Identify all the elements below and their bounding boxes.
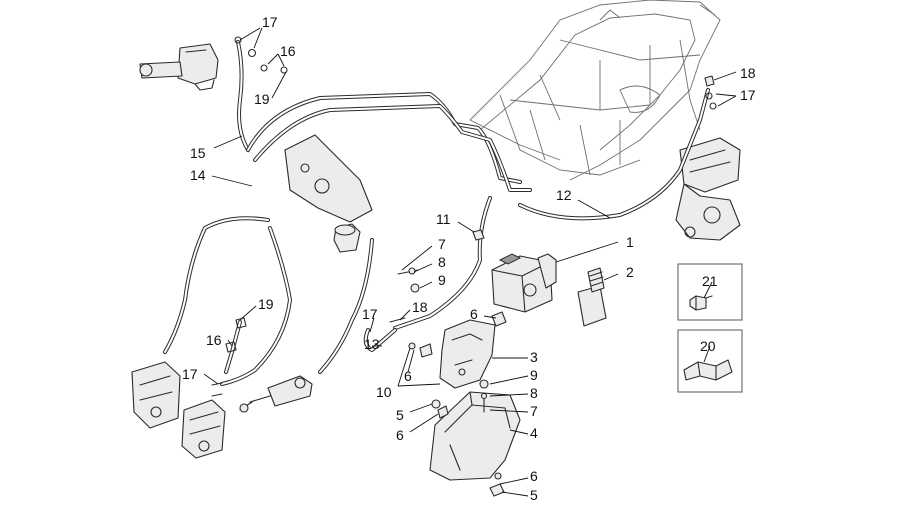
callout-20: 20 (700, 338, 716, 354)
callout-16: 16 (206, 332, 222, 348)
callout-19: 19 (254, 91, 270, 107)
callout-21: 21 (702, 273, 718, 289)
callout-6: 6 (470, 306, 478, 322)
front-master-cylinder (239, 375, 313, 413)
callout-2: 2 (626, 264, 634, 280)
callout-8: 8 (438, 254, 446, 270)
callout-18: 18 (740, 65, 756, 81)
callout-19: 19 (258, 296, 274, 312)
callout-5: 5 (396, 407, 404, 423)
callout-7: 7 (438, 236, 446, 252)
callout-16: 16 (280, 43, 296, 59)
callout-4: 4 (530, 425, 538, 441)
hardware-parts (211, 36, 717, 497)
callout-labels: 17 16 19 18 17 15 14 12 11 1 7 8 9 2 19 … (182, 14, 756, 503)
callout-9: 9 (530, 367, 538, 383)
callout-3: 3 (530, 349, 538, 365)
callout-11: 11 (436, 211, 451, 227)
inset-box-21 (677, 263, 743, 321)
brake-pipes (163, 40, 710, 386)
callout-17: 17 (262, 14, 278, 30)
callout-1: 1 (626, 234, 634, 250)
callout-7: 7 (530, 403, 538, 419)
callout-14: 14 (190, 167, 206, 183)
callout-12: 12 (556, 187, 572, 203)
callout-15: 15 (190, 145, 206, 161)
callout-17: 17 (362, 306, 378, 322)
front-brake-caliper-left (131, 361, 181, 429)
reservoir-bracket-plate (284, 134, 373, 253)
rear-master-cylinder (139, 43, 219, 91)
leader-lines (203, 27, 737, 497)
inset-box-20 (677, 329, 743, 393)
rear-brake-caliper (675, 137, 741, 241)
front-brake-caliper-right (181, 399, 226, 459)
lower-cover (429, 391, 521, 481)
callout-17: 17 (182, 366, 198, 382)
callout-18: 18 (412, 299, 428, 315)
frame-outline (469, 0, 721, 181)
callout-17: 17 (740, 87, 756, 103)
abs-modulator-unit (491, 253, 557, 313)
callout-9: 9 (438, 272, 446, 288)
callout-13: 13 (364, 336, 380, 352)
callout-8: 8 (530, 385, 538, 401)
abs-bracket (439, 319, 496, 389)
abs-connector (577, 267, 607, 327)
callout-5: 5 (530, 487, 538, 503)
callout-6: 6 (530, 468, 538, 484)
callout-6: 6 (404, 368, 412, 384)
callout-6: 6 (396, 427, 404, 443)
callout-10: 10 (376, 384, 392, 400)
